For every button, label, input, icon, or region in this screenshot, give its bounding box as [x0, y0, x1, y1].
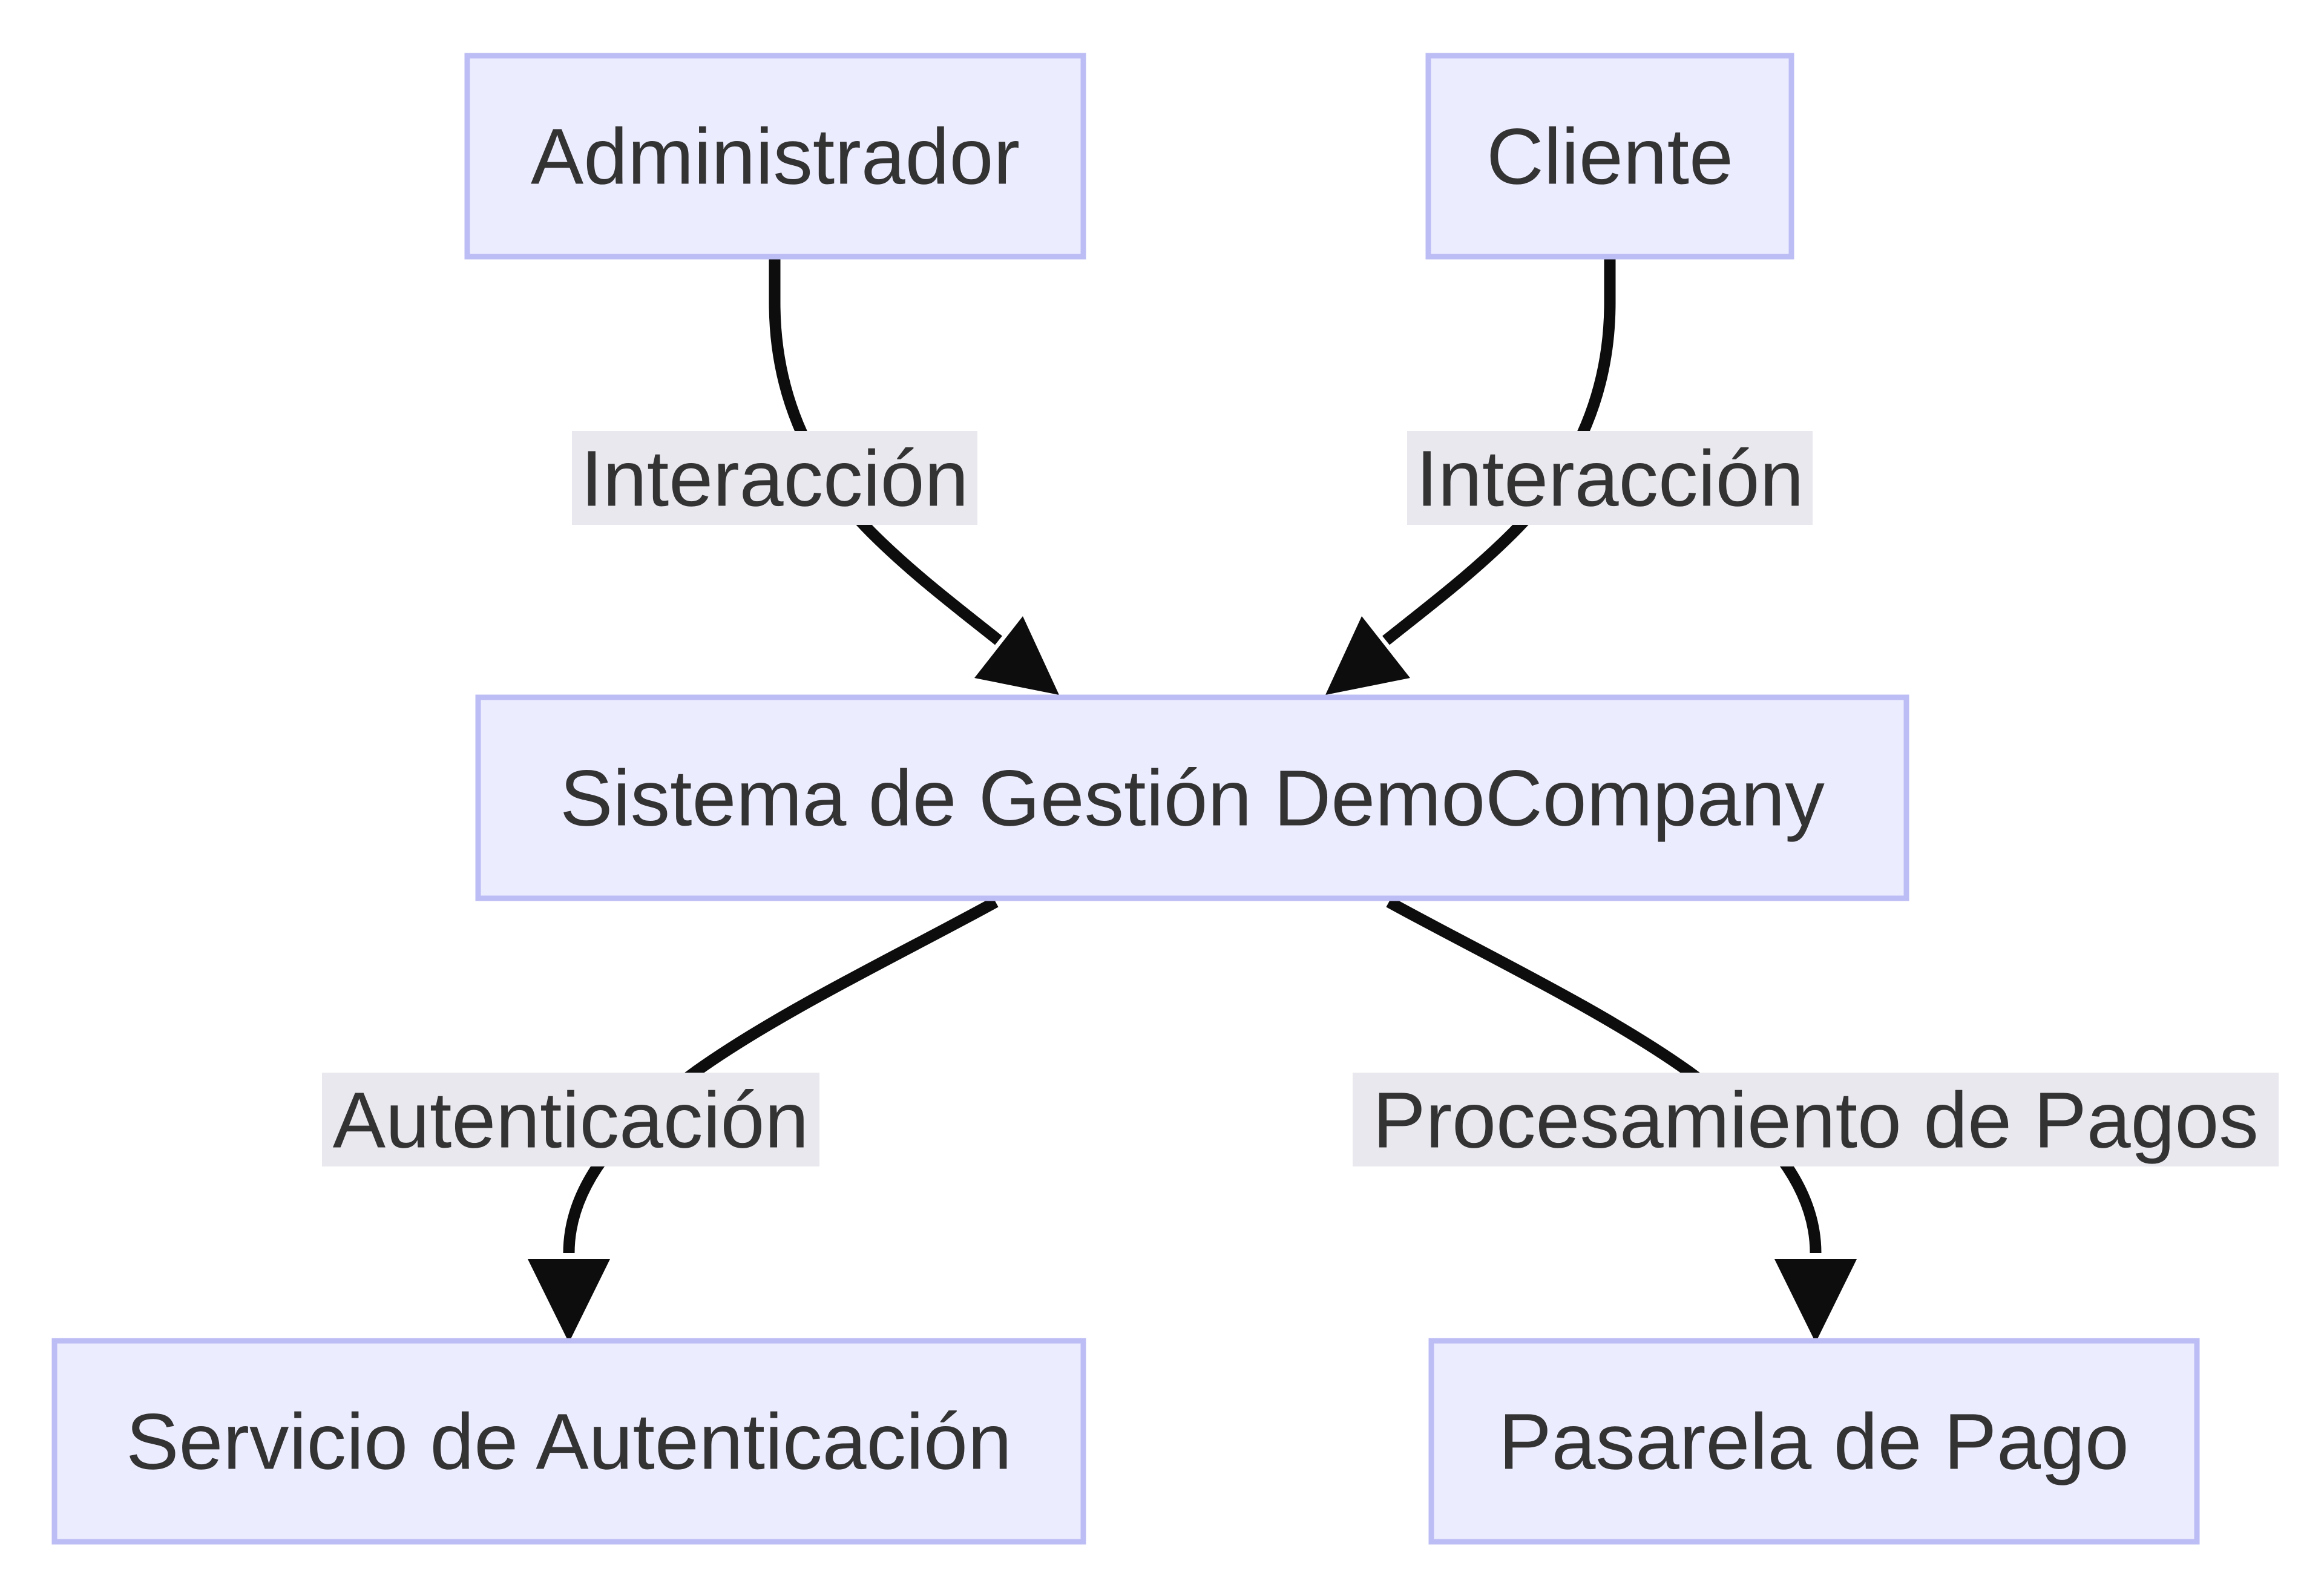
node-box — [1425, 53, 1794, 260]
edge-label-payment-processing: Procesamiento de Pagos — [1373, 1076, 2259, 1165]
node-box — [464, 53, 1086, 260]
edge-sistema-to-pago: Procesamiento de Pagos — [1353, 896, 2279, 1343]
edge-label-bg — [572, 431, 977, 525]
edge-sistema-to-auth: Autenticación — [322, 896, 999, 1343]
arrowhead-icon — [1774, 1259, 1857, 1343]
edge-label-bg — [1407, 431, 1813, 525]
arrowhead-icon — [528, 1259, 610, 1343]
edge-cliente-to-sistema: Interacción — [1325, 259, 1813, 695]
node-cliente: Cliente — [1425, 53, 1794, 260]
node-label: Cliente — [1486, 112, 1733, 201]
edge-label-authentication: Autenticación — [333, 1076, 809, 1165]
edge-line — [563, 896, 999, 1254]
edge-label-bg — [322, 1073, 819, 1166]
edge-line — [1386, 896, 1822, 1254]
arrowhead-icon — [1325, 616, 1410, 695]
node-autenticacion: Servicio de Autenticación — [51, 1338, 1086, 1545]
node-box — [1428, 1338, 2200, 1545]
node-label: Administrador — [531, 112, 1020, 201]
node-label: Sistema de Gestión DemoCompany — [560, 754, 1825, 843]
node-label: Servicio de Autenticación — [126, 1397, 1012, 1486]
arrowhead-icon — [974, 616, 1059, 695]
edge-label-bg — [1353, 1073, 2279, 1166]
edge-label-cliente-interaction: Interacción — [1416, 434, 1804, 523]
node-administrador: Administrador — [464, 53, 1086, 260]
node-label: Pasarela de Pago — [1498, 1397, 2129, 1486]
edge-admin-to-sistema: Interacción — [572, 259, 1059, 695]
node-pasarela: Pasarela de Pago — [1428, 1338, 2200, 1545]
node-box — [51, 1338, 1086, 1545]
edge-label-admin-interaction: Interacción — [581, 434, 969, 523]
node-sistema: Sistema de Gestión DemoCompany — [475, 694, 1909, 901]
node-box — [475, 694, 1909, 901]
